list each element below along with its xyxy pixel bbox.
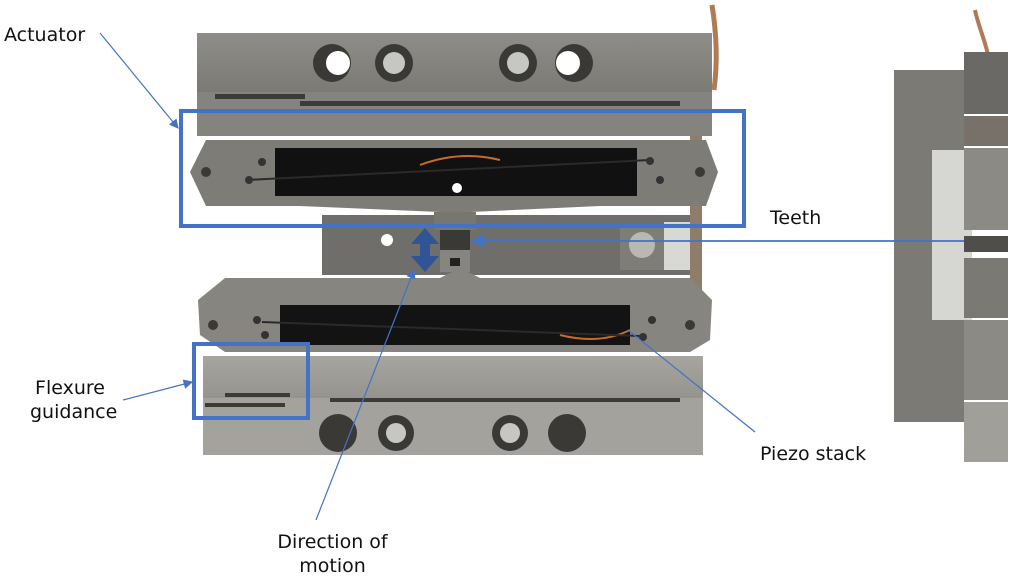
label-flexure-line2: guidance bbox=[30, 401, 118, 423]
label-flexure-guidance: Flexure guidance bbox=[30, 376, 118, 424]
label-direction-line1: Direction of bbox=[277, 531, 388, 553]
label-flexure-line1: Flexure bbox=[35, 377, 105, 399]
device-side-view bbox=[894, 9, 1008, 462]
label-direction-line2: motion bbox=[299, 555, 366, 577]
direction-double-arrow-icon bbox=[411, 228, 439, 272]
device-front-view bbox=[190, 4, 719, 455]
annotations bbox=[99, 32, 964, 521]
actuator-highlight-box bbox=[179, 109, 746, 228]
actuator-pointer bbox=[99, 32, 179, 129]
label-direction-of-motion: Direction of motion bbox=[270, 530, 395, 578]
label-piezo-stack: Piezo stack bbox=[760, 443, 867, 465]
flexure-pointer bbox=[122, 379, 194, 401]
piezo-pointer bbox=[627, 329, 756, 433]
flexure-highlight-box bbox=[192, 342, 310, 420]
label-actuator: Actuator bbox=[4, 24, 86, 46]
direction-pointer bbox=[315, 268, 416, 521]
label-teeth: Teeth bbox=[770, 207, 822, 229]
